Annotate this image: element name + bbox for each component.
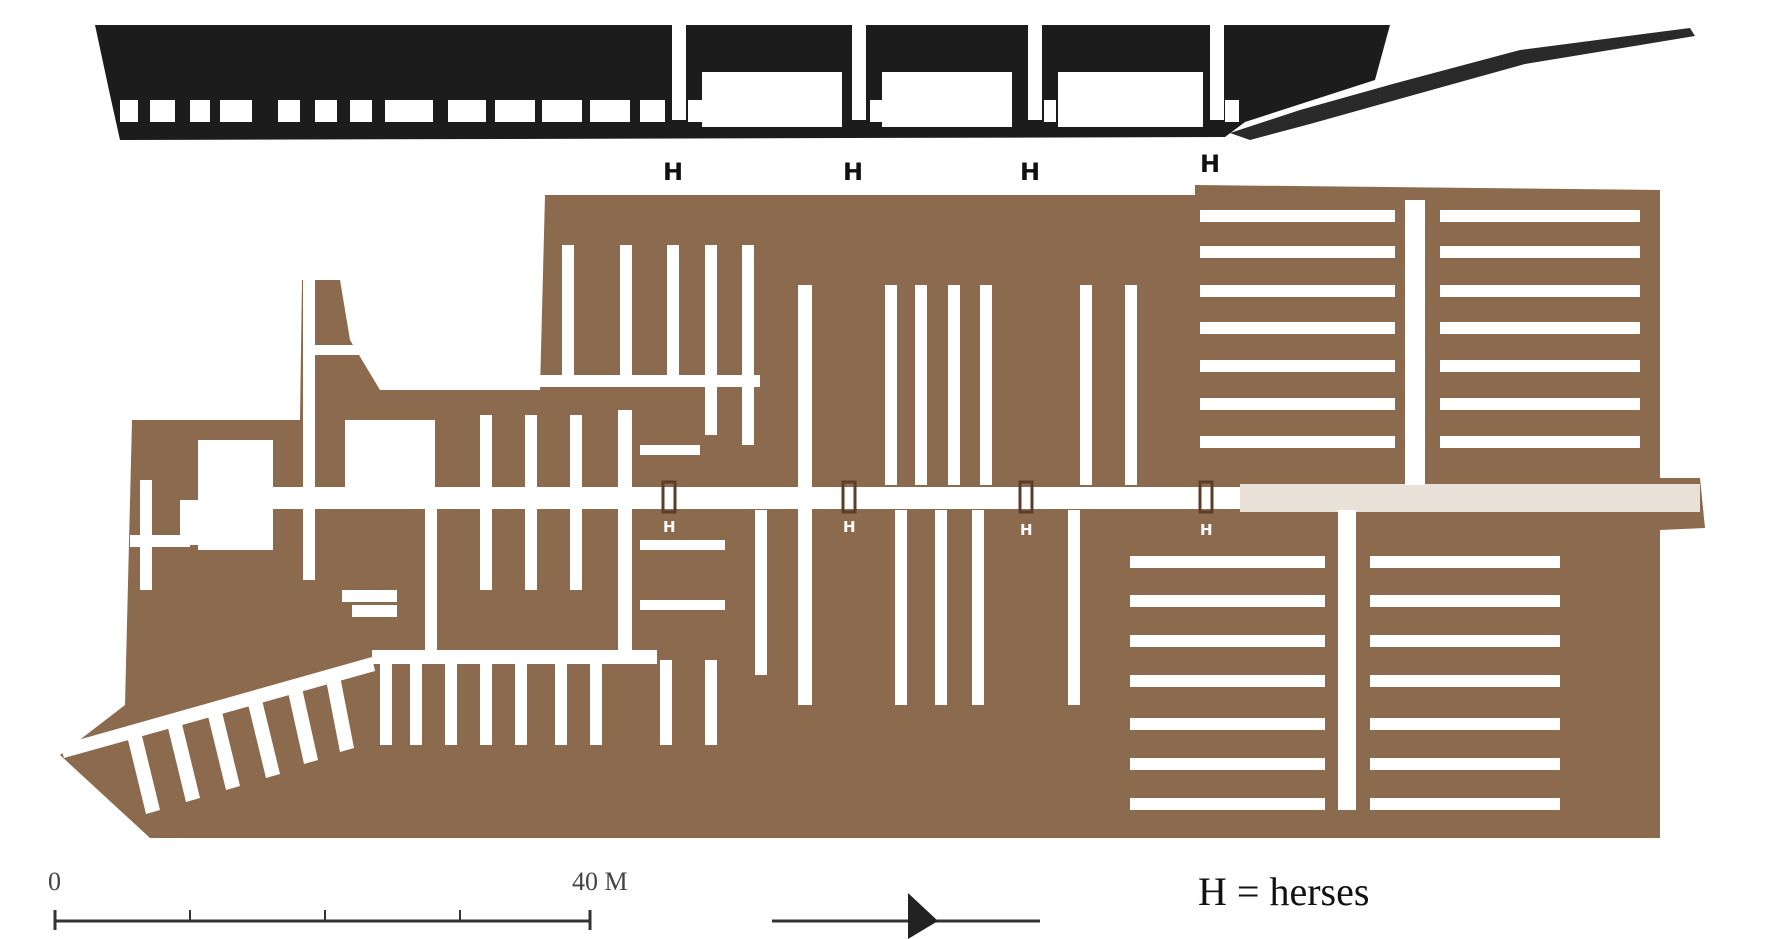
section-herse-shaft [672,25,686,120]
section-chamber [882,72,1012,127]
longitudinal-section: H H H H [95,25,1695,186]
herse-marker [661,480,677,514]
scale-start-label: 0 [48,867,61,896]
section-herse-label: H [843,158,863,186]
vertical-connector [618,410,632,660]
central-long-galleries [755,285,1137,705]
scale-end-label: 40 M [572,867,628,896]
herse-marker [841,480,857,514]
section-herse-shaft [1028,25,1042,120]
scale-bar: 0 40 M [48,867,628,930]
left-chamber-small [180,500,210,545]
diagonal-side-galleries [128,660,717,814]
upper-right-gallery-comb [1200,200,1640,485]
section-gallery-openings [120,100,1239,122]
plan-herse-label: H [663,518,676,536]
vertical-connector [425,495,437,655]
left-gallery [352,605,397,617]
section-herse-shaft [852,25,866,120]
section-chamber [1058,72,1203,127]
section-ramp-slope [1230,28,1695,140]
section-chamber [702,72,842,127]
section-herse-label: H [663,158,683,186]
left-gallery [342,590,397,602]
plan-herse-label: H [843,518,856,536]
diagonal-corridor [60,657,375,758]
plan-galleries [60,280,1700,758]
left-chamber [198,440,273,550]
plan-herse-markers [661,480,1214,514]
diagonal-connector [372,650,657,664]
left-gallery [303,280,315,580]
tomb-plan: H H H H [60,185,1705,838]
left-gallery [130,535,190,547]
plan-ground-mass [60,185,1705,838]
mid-galleries [480,415,725,610]
section-herse-label: H [1020,158,1040,186]
section-herse-shaft [1210,25,1224,120]
legend-herses: H = herses [1198,869,1369,914]
plan-herse-label: H [1020,521,1033,539]
lower-right-gallery-comb [1130,510,1560,810]
north-arrow-icon [772,893,1040,939]
herse-marker [1198,480,1214,514]
herse-marker [1018,480,1034,514]
plan-herse-label: H [1200,521,1213,539]
entrance-ramp [1240,484,1700,512]
section-herse-label: H [1200,150,1220,178]
left-chamber [345,420,435,490]
upper-block-galleries [530,245,760,445]
left-gallery [315,345,370,355]
